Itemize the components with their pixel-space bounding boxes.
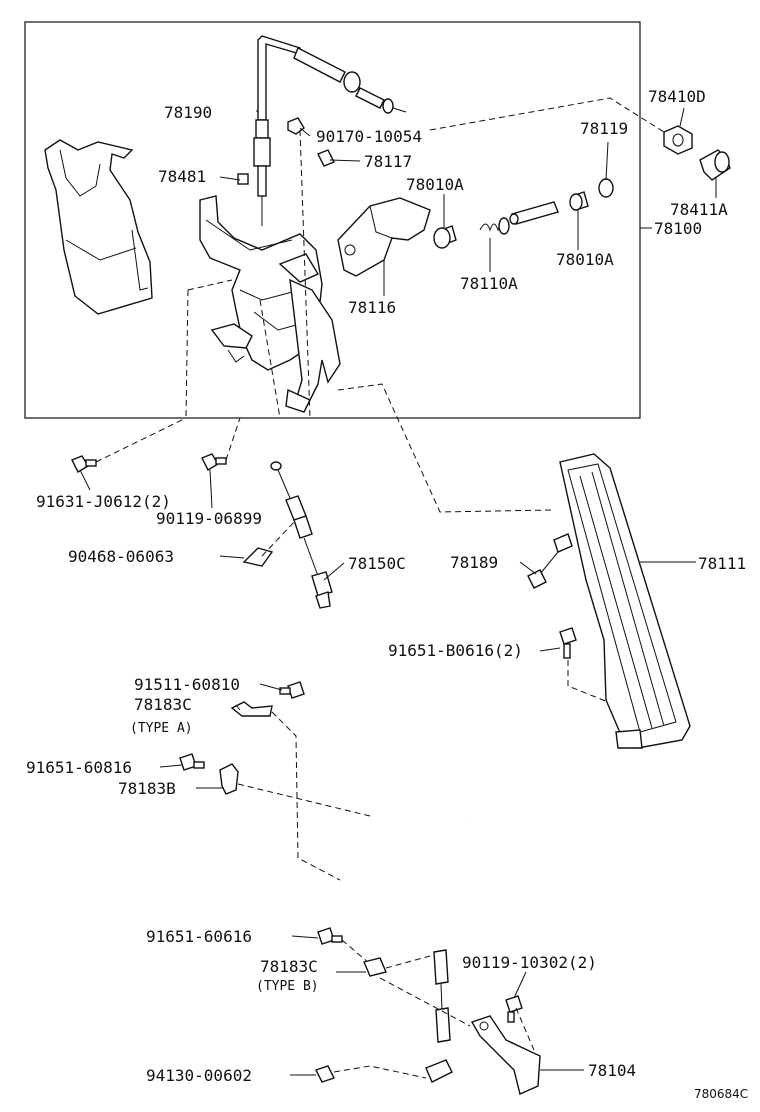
note-type-b: (TYPE B)	[256, 979, 319, 994]
assembly-box	[24, 21, 641, 419]
label-91651-B0616: 91651-B0616(2)	[388, 641, 523, 660]
label-91651-60616: 91651-60616	[146, 927, 252, 946]
bushing-78010A-left[interactable]	[433, 225, 457, 249]
label-78116: 78116	[348, 298, 396, 317]
label-78117: 78117	[364, 152, 412, 171]
note-type-a: (TYPE A)	[130, 721, 193, 736]
shaft[interactable]	[509, 201, 559, 225]
label-90119-06899: 90119-06899	[156, 509, 262, 528]
cover-plate	[44, 139, 153, 315]
accelerator-pedal-78111[interactable]	[559, 453, 691, 749]
clamp-78183B[interactable]	[219, 763, 239, 795]
nut-78481[interactable]	[237, 173, 249, 185]
cap-78411A[interactable]	[699, 149, 731, 181]
label-78110A: 78110A	[460, 274, 518, 293]
label-78183C-b: 78183C	[260, 957, 318, 976]
label-90468-06063: 90468-06063	[68, 547, 174, 566]
label-78111: 78111	[698, 554, 746, 573]
diagram-code: 780684C	[694, 1087, 748, 1101]
bolt-90119-10302[interactable]	[505, 995, 523, 1023]
clamp-78183C-type-b[interactable]	[363, 957, 387, 977]
label-78010A-top: 78010A	[406, 175, 464, 194]
reference-lines-top	[185, 97, 665, 513]
label-94130-00602: 94130-00602	[146, 1066, 252, 1085]
washer-78119[interactable]	[598, 178, 614, 198]
label-78183C-a: 78183C	[134, 695, 192, 714]
label-78150C: 78150C	[348, 554, 406, 573]
bolt-91651-B0616[interactable]	[559, 627, 577, 659]
clip-90170[interactable]	[287, 117, 305, 135]
label-78189: 78189	[450, 553, 498, 572]
clip-78117[interactable]	[317, 149, 335, 167]
label-78183B: 78183B	[118, 779, 176, 798]
leader-lines	[79, 107, 717, 1076]
label-78119: 78119	[580, 119, 628, 138]
bushing-78010A-right[interactable]	[569, 191, 589, 211]
bolt-91651-60616[interactable]	[317, 927, 343, 945]
clamp-78183C-type-a[interactable]	[230, 701, 273, 717]
bolt-91631[interactable]	[71, 455, 97, 473]
bracket-78116[interactable]	[337, 197, 431, 277]
label-78104: 78104	[588, 1061, 636, 1080]
label-78190: 78190	[164, 103, 212, 122]
actuator-body[interactable]	[199, 195, 341, 413]
throttle-cable-78190[interactable]	[253, 35, 407, 226]
label-78010A-bottom: 78010A	[556, 250, 614, 269]
bracket-78104[interactable]	[470, 1015, 541, 1095]
label-91511-60810: 91511-60810	[134, 675, 240, 694]
label-91631-J0612: 91631-J0612(2)	[36, 492, 171, 511]
label-78410D: 78410D	[648, 87, 706, 106]
label-78100: 78100	[654, 219, 702, 238]
bolt-91511[interactable]	[279, 681, 305, 699]
bolt-90119-06899[interactable]	[201, 453, 227, 471]
nut-94130[interactable]	[315, 1065, 335, 1083]
nut-78410D[interactable]	[663, 125, 693, 155]
label-90119-10302: 90119-10302(2)	[462, 953, 597, 972]
spring-78110A[interactable]	[479, 217, 510, 235]
accelerator-cable-78150C[interactable]	[167, 461, 508, 1083]
bolt-91651-60816[interactable]	[179, 753, 205, 771]
clip-90468[interactable]	[242, 547, 274, 567]
label-91651-60816: 91651-60816	[26, 758, 132, 777]
label-78411A: 78411A	[670, 200, 728, 219]
label-90170-10054: 90170-10054	[316, 127, 422, 146]
label-78481: 78481	[158, 167, 206, 186]
stopper-bolt-78189[interactable]	[527, 533, 573, 589]
